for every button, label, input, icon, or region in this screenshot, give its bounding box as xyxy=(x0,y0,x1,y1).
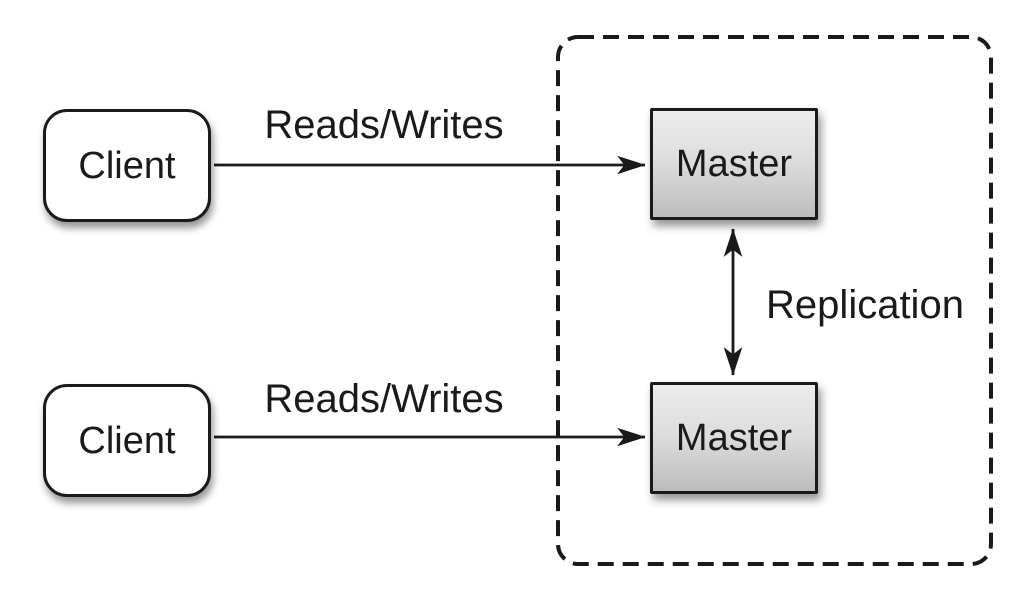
client-node-bottom: Client xyxy=(43,384,211,497)
master-node-bottom: Master xyxy=(650,382,818,494)
replication-cluster-boundary xyxy=(556,35,993,566)
reads-writes-label-bottom: Reads/Writes xyxy=(264,377,504,421)
master-node-top: Master xyxy=(650,108,818,220)
master-node-top-label: Master xyxy=(675,143,793,185)
replication-label: Replication xyxy=(766,283,964,327)
client-node-bottom-label: Client xyxy=(78,419,176,462)
reads-writes-label-top: Reads/Writes xyxy=(264,103,504,147)
master-node-bottom-label: Master xyxy=(675,417,793,459)
client-node-top: Client xyxy=(43,109,211,222)
client-node-top-label: Client xyxy=(78,144,176,187)
